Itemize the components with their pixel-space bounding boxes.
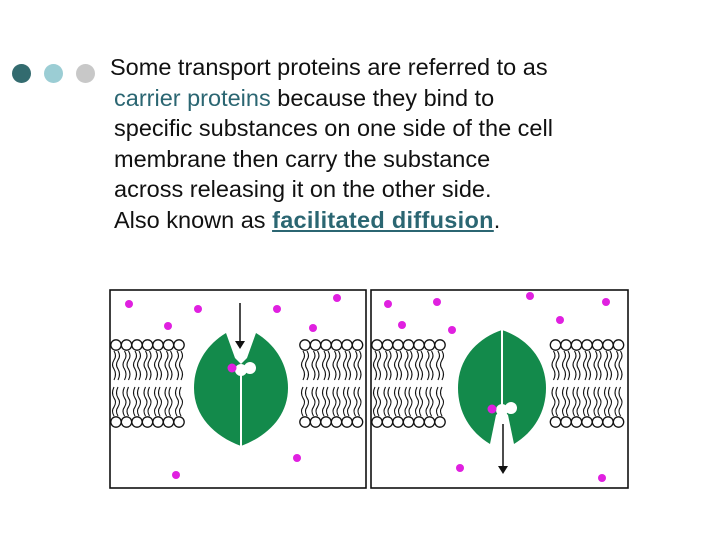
binding-site-circle (244, 362, 256, 374)
lipid-head (550, 417, 560, 427)
lipid-head (582, 417, 592, 427)
solute-molecule (448, 326, 456, 334)
lipid-head (331, 340, 341, 350)
lipid-head (561, 340, 571, 350)
solute-molecule (384, 300, 392, 308)
lipid-head (424, 340, 434, 350)
lipid-head (414, 340, 424, 350)
lipid-head (603, 417, 613, 427)
lipid-head (550, 340, 560, 350)
solute-molecule (433, 298, 441, 306)
solute-molecule (293, 454, 301, 462)
lipid-head (111, 340, 121, 350)
lipid-head (571, 340, 581, 350)
solute-molecule (309, 324, 317, 332)
solute-molecule (172, 471, 180, 479)
lipid-head (153, 417, 163, 427)
lipid-head (592, 340, 602, 350)
lipid-head (174, 417, 184, 427)
panel-protein-open-inside (371, 290, 628, 488)
lipid-head (403, 340, 413, 350)
lipid-head (132, 340, 142, 350)
lipid-head (352, 417, 362, 427)
lipid-head (310, 417, 320, 427)
lipid-head (321, 417, 331, 427)
lipid-head (174, 340, 184, 350)
lipid-head (142, 417, 152, 427)
lipid-head (300, 417, 310, 427)
solute-molecule (194, 305, 202, 313)
solute-molecule (273, 305, 281, 313)
lipid-head (435, 417, 445, 427)
solute-molecule (602, 298, 610, 306)
solute-molecule (456, 464, 464, 472)
lipid-head (352, 340, 362, 350)
lipid-head (163, 340, 173, 350)
lipid-head (153, 340, 163, 350)
lipid-head (111, 417, 121, 427)
solute-molecule (125, 300, 133, 308)
lipid-head (121, 417, 131, 427)
lipid-head (142, 340, 152, 350)
lipid-head (163, 417, 173, 427)
lipid-head (603, 340, 613, 350)
solute-molecule (164, 322, 172, 330)
lipid-head (582, 340, 592, 350)
lipid-head (393, 340, 403, 350)
lipid-head (382, 340, 392, 350)
solute-molecule (526, 292, 534, 300)
lipid-head (372, 417, 382, 427)
lipid-head (435, 340, 445, 350)
lipid-head (310, 340, 320, 350)
lipid-head (132, 417, 142, 427)
panel-protein-open-outside (110, 290, 366, 488)
lipid-head (342, 340, 352, 350)
lipid-head (613, 417, 623, 427)
lipid-head (414, 417, 424, 427)
solute-molecule (333, 294, 341, 302)
lipid-head (372, 340, 382, 350)
solute-molecule (556, 316, 564, 324)
lipid-head (424, 417, 434, 427)
lipid-head (613, 340, 623, 350)
binding-site-circle (505, 402, 517, 414)
lipid-head (331, 417, 341, 427)
lipid-head (121, 340, 131, 350)
lipid-head (321, 340, 331, 350)
lipid-head (342, 417, 352, 427)
lipid-head (571, 417, 581, 427)
lipid-head (300, 340, 310, 350)
lipid-head (403, 417, 413, 427)
lipid-head (592, 417, 602, 427)
released-solute-molecule (488, 405, 497, 414)
lipid-head (393, 417, 403, 427)
solute-molecule (398, 321, 406, 329)
lipid-head (561, 417, 571, 427)
lipid-head (382, 417, 392, 427)
solute-molecule (598, 474, 606, 482)
bound-solute-molecule (228, 364, 237, 373)
